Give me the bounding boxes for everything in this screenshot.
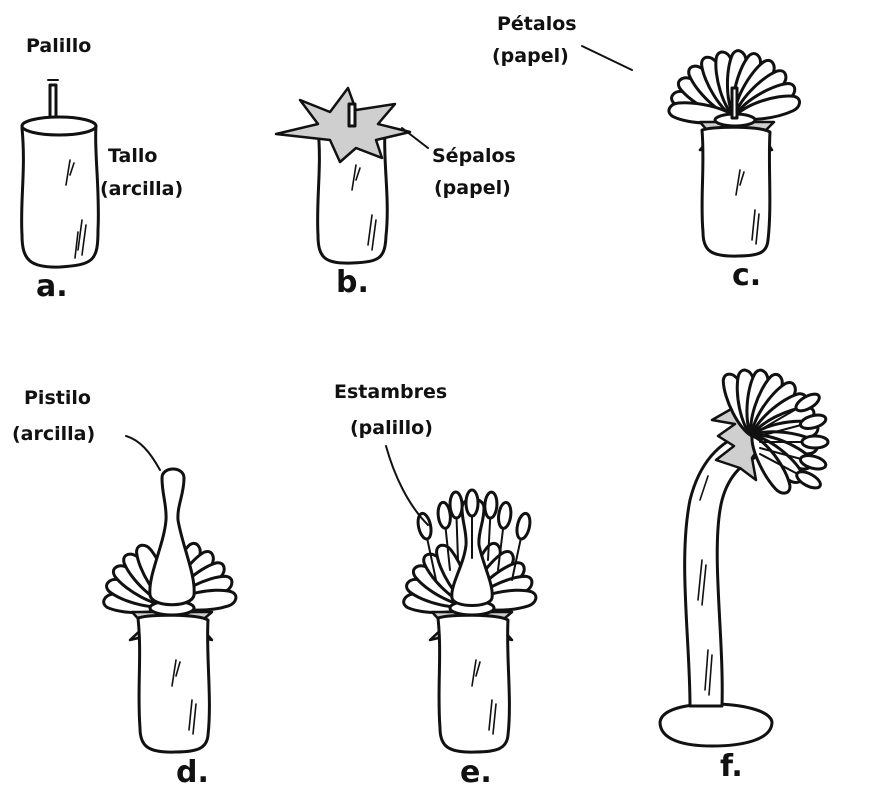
panel-c: Pétalos (papel) c. — [492, 13, 802, 293]
panel-letter-d: d. — [176, 755, 209, 790]
pointer-petalos — [582, 46, 632, 70]
label-pistilo-material: (arcilla) — [12, 423, 95, 445]
label-petalos-material: (papel) — [492, 45, 569, 67]
pistil-d — [150, 469, 194, 605]
panel-e: Estambres (palillo) e. — [334, 381, 537, 790]
panel-letter-c: c. — [732, 258, 761, 293]
label-sepalos-material: (papel) — [434, 177, 511, 199]
label-estambres-material: (palillo) — [350, 417, 433, 439]
panel-letter-f: f. — [720, 749, 743, 784]
panel-d: Pistilo (arcilla) d. — [12, 387, 237, 790]
pointer-sepalos — [402, 128, 428, 148]
clay-stem-d — [138, 615, 209, 752]
panel-letter-a: a. — [36, 269, 68, 304]
label-estambres: Estambres — [334, 381, 447, 403]
sepals-b — [276, 88, 410, 162]
panel-letter-e: e. — [460, 755, 492, 790]
clay-stem-c — [702, 127, 770, 256]
clay-stem-e — [438, 615, 509, 752]
toothpick-b — [349, 104, 355, 126]
clay-stem-a — [22, 117, 99, 267]
panel-a: Palillo Tallo (arcilla) a. — [22, 35, 184, 304]
panel-b: Sépalos (papel) b. — [276, 88, 516, 300]
label-palillo: Palillo — [26, 35, 91, 57]
label-sepalos: Sépalos — [432, 145, 516, 167]
panel-letter-b: b. — [336, 265, 369, 300]
label-tallo: Tallo — [108, 145, 157, 167]
panel-f: f. — [660, 369, 828, 784]
clay-stem-base-f — [660, 704, 772, 746]
label-pistilo: Pistilo — [24, 387, 91, 409]
toothpick-c — [732, 88, 737, 118]
label-petalos: Pétalos — [497, 13, 577, 35]
label-tallo-material: (arcilla) — [100, 178, 183, 200]
pointer-pistilo — [126, 436, 160, 470]
